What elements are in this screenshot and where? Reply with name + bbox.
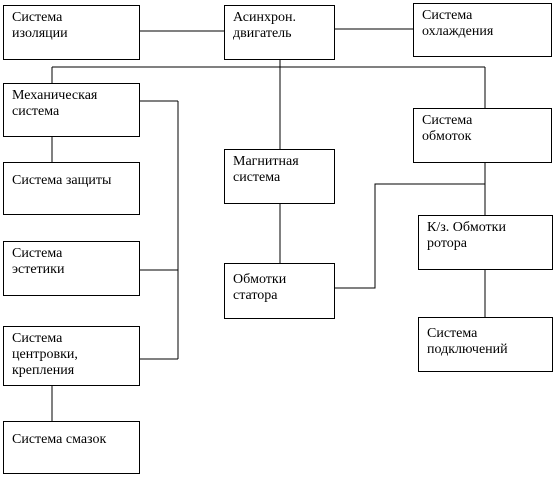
node-insulation: Система изоляции — [3, 5, 140, 60]
node-windings: Система обмоток — [413, 108, 552, 163]
node-connections: Система подключений — [418, 317, 553, 372]
node-magnetic: Магнитная система — [224, 149, 335, 204]
node-motor: Асинхрон. двигатель — [224, 5, 335, 60]
node-lubrication: Система смазок — [3, 421, 140, 474]
node-protection: Система защиты — [3, 162, 140, 215]
node-stator: Обмотки статора — [224, 263, 335, 319]
node-cooling: Система охлаждения — [413, 3, 552, 57]
node-alignment: Система центровки, крепления — [3, 326, 140, 386]
node-aesthetics: Система эстетики — [3, 241, 140, 296]
link-stator-windings — [334, 183, 485, 289]
node-rotor: К/з. Обмотки ротора — [418, 215, 553, 270]
node-mechanical: Механическая система — [3, 83, 140, 137]
